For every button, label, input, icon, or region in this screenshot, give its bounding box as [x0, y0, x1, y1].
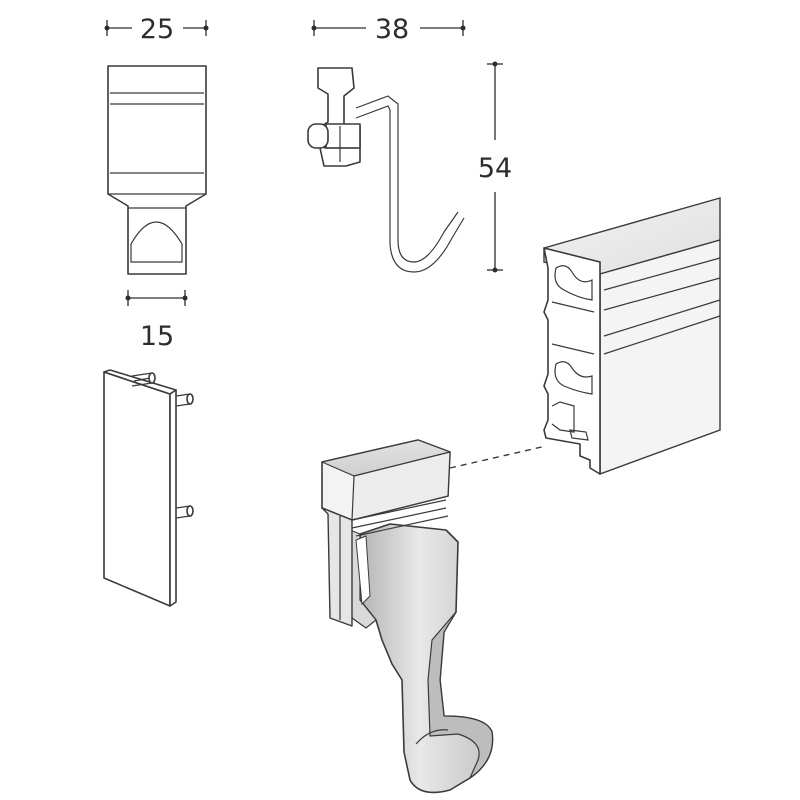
dimension-label-54: 54 [478, 153, 512, 184]
dimension-38: 38 [311, 14, 466, 45]
dimension-label-38: 38 [375, 14, 409, 45]
dimension-label-25: 25 [140, 14, 174, 45]
picture-rail-profile [449, 197, 721, 476]
top-clip-front-view [107, 65, 207, 275]
dimension-25: 25 [104, 14, 209, 45]
dimension-15: 15 [125, 290, 188, 352]
dimension-54: 54 [478, 61, 512, 273]
end-cap [103, 369, 194, 607]
dimension-label-15: 15 [140, 321, 174, 352]
rail-hook-3d [321, 439, 494, 794]
wire-hook-side-view [307, 67, 465, 273]
